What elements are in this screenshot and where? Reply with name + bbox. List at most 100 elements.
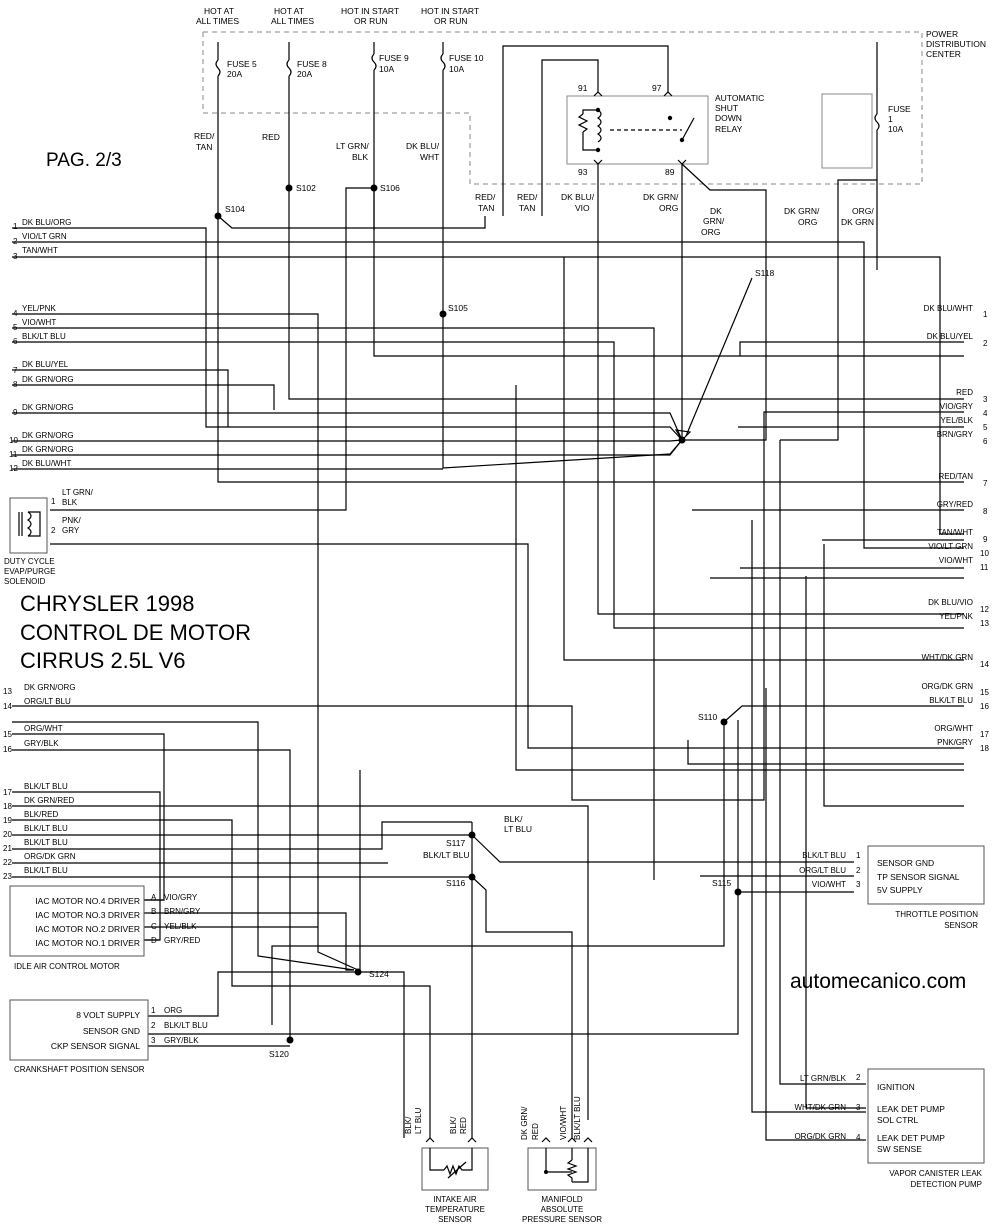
page-label: PAG. 2/3 <box>46 150 122 171</box>
left-pin-19: 19 <box>3 816 12 825</box>
solenoid-wire-1a: LT GRN/ <box>62 488 94 497</box>
s117-wire-2: LT BLU <box>504 824 532 834</box>
iat-name-1: INTAKE AIR <box>433 1195 477 1204</box>
relay-wire-7a: ORG/ <box>852 206 874 216</box>
right-wire-7: RED/TAN <box>938 472 973 481</box>
right-wire-2: DK BLU/YEL <box>927 332 974 341</box>
crankshaft-position-sensor: 8 VOLT SUPPLY SENSOR GND CKP SENSOR SIGN… <box>9 999 208 1074</box>
feed-4: HOT IN START OR RUN FUSE 10 10A DK BLU/ … <box>406 6 484 313</box>
solenoid-wire-2a: PNK/ <box>62 516 81 525</box>
feed-1-wire-1: RED/ <box>194 131 215 141</box>
left-pin-9: 9 <box>13 408 18 417</box>
fuse-8-rating: 20A <box>297 69 312 79</box>
left-wire-7: DK BLU/YEL <box>22 360 69 369</box>
left-wire-21: BLK/LT BLU <box>24 838 68 847</box>
fuse-1-rating: 10A <box>888 124 903 134</box>
feed-2-wire: RED <box>262 132 280 142</box>
right-wire-16: BLK/LT BLU <box>929 696 973 705</box>
feed-4-wire-1: DK BLU/ <box>406 141 440 151</box>
iac-label-4: IAC MOTOR NO.1 DRIVER <box>35 938 140 948</box>
left-wire-22: ORG/DK GRN <box>24 852 76 861</box>
left-wire-11: DK GRN/ORG <box>22 445 74 454</box>
right-wire-10: VIO/LT GRN <box>928 542 973 551</box>
left-pin-2: 2 <box>13 237 18 246</box>
splice-s104: S104 <box>225 204 245 214</box>
iac-wire-a: VIO/GRY <box>164 893 198 902</box>
splice-s106: S106 <box>380 183 400 193</box>
relay-wire-4a: DK GRN/ <box>643 192 679 202</box>
left-pin-17: 17 <box>3 788 12 797</box>
iac-pin-a: A <box>151 893 157 902</box>
ldp-label-3a: LEAK DET PUMP <box>877 1133 945 1143</box>
tp-wire-3: VIO/WHT <box>812 880 846 889</box>
relay-wire-5c: ORG <box>701 227 720 237</box>
right-pin-14: 14 <box>980 660 989 669</box>
right-pin-9: 9 <box>983 535 988 544</box>
left-wire-1: DK BLU/ORG <box>22 218 71 227</box>
tp-label-1: SENSOR GND <box>877 858 934 868</box>
fuse-10-label: FUSE 10 <box>449 53 484 63</box>
right-pin-11: 11 <box>980 563 989 572</box>
tp-label-3: 5V SUPPLY <box>877 885 923 895</box>
splice-s124: S124 <box>369 969 389 979</box>
left-pin-6: 6 <box>13 337 18 346</box>
left-wire-17: BLK/LT BLU <box>24 782 68 791</box>
relay-pin-89: 89 <box>665 167 675 177</box>
left-wire-9: DK GRN/ORG <box>22 403 74 412</box>
title-line-1: CHRYSLER 1998 <box>20 591 194 616</box>
relay-wire-2b: TAN <box>519 203 535 213</box>
left-wire-14: ORG/LT BLU <box>24 697 71 706</box>
relay-wire-7b: DK GRN <box>841 217 874 227</box>
iac-pin-b: B <box>151 907 156 916</box>
iat-name-2: TEMPERATURE <box>425 1205 485 1214</box>
fuse-1-number: 1 <box>888 114 893 124</box>
splice-s116: S116 <box>446 878 465 888</box>
relay-label-4: RELAY <box>715 124 743 134</box>
right-pin-8: 8 <box>983 507 988 516</box>
relay-pin-91: 91 <box>578 83 588 93</box>
right-wire-8: GRY/RED <box>937 500 974 509</box>
right-pin-16: 16 <box>980 702 989 711</box>
ldp-wire-2: LT GRN/BLK <box>800 1074 847 1083</box>
feed-2-line-2: ALL TIMES <box>271 16 314 26</box>
iac-wire-b: BRN/GRY <box>164 907 201 916</box>
website-label: automecanico.com <box>790 970 966 993</box>
ldp-pin-3: 3 <box>856 1103 861 1112</box>
left-connector: 1 DK BLU/ORG 2 VIO/LT GRN 3 TAN/WHT 4 YE… <box>3 218 76 881</box>
ckp-pin-3: 3 <box>151 1036 156 1045</box>
relay-pin-97: 97 <box>652 83 662 93</box>
sensor-entry-ticks <box>425 91 687 1143</box>
iat-name-3: SENSOR <box>438 1215 472 1224</box>
right-wire-18: PNK/GRY <box>937 738 974 747</box>
ldp-label-2b: SOL CTRL <box>877 1115 919 1125</box>
iac-wire-c: YEL/BLK <box>164 922 197 931</box>
map-wire-2: VIO/WHT <box>559 1106 568 1140</box>
tp-pin-1: 1 <box>856 851 861 860</box>
ckp-label-3: CKP SENSOR SIGNAL <box>51 1041 140 1051</box>
leak-detection-pump: IGNITION LEAK DET PUMP SOL CTRL LEAK DET… <box>794 1068 985 1189</box>
tp-pin-3: 3 <box>856 880 861 889</box>
solenoid-pin-1: 1 <box>51 497 56 506</box>
left-wire-13: DK GRN/ORG <box>24 683 76 692</box>
ldp-pin-2: 2 <box>856 1073 861 1082</box>
feed-4-wire-2: WHT <box>420 152 439 162</box>
feed-1-wire-2: TAN <box>196 142 212 152</box>
ldp-label-3b: SW SENSE <box>877 1144 922 1154</box>
map-name-3: PRESSURE SENSOR <box>522 1215 602 1224</box>
map-sensor: DK GRN/ RED VIO/WHT BLK/LT BLU MANIFOLD … <box>520 1096 602 1224</box>
ckp-name: CRANKSHAFT POSITION SENSOR <box>14 1065 145 1074</box>
splice-s117: S117 <box>446 838 465 848</box>
right-pin-2: 2 <box>983 339 988 348</box>
left-wire-5: VIO/WHT <box>22 318 56 327</box>
ckp-wire-2: BLK/LT BLU <box>164 1021 208 1030</box>
left-pin-3: 3 <box>13 252 18 261</box>
s117-wire-left: BLK/LT BLU <box>423 850 469 860</box>
right-wire-1: DK BLU/WHT <box>924 304 973 313</box>
right-connector: DK BLU/WHT 1 DK BLU/YEL 2 RED 3 VIO/GRY … <box>921 304 989 753</box>
left-wire-8: DK GRN/ORG <box>22 375 74 384</box>
solenoid-name-2: EVAP/PURGE <box>4 567 55 576</box>
tp-wire-1: BLK/LT BLU <box>802 851 846 860</box>
ldp-name-2: DETECTION PUMP <box>910 1180 982 1189</box>
tp-name-1: THROTTLE POSITION <box>895 910 978 919</box>
relay-wire-4b: ORG <box>659 203 678 213</box>
